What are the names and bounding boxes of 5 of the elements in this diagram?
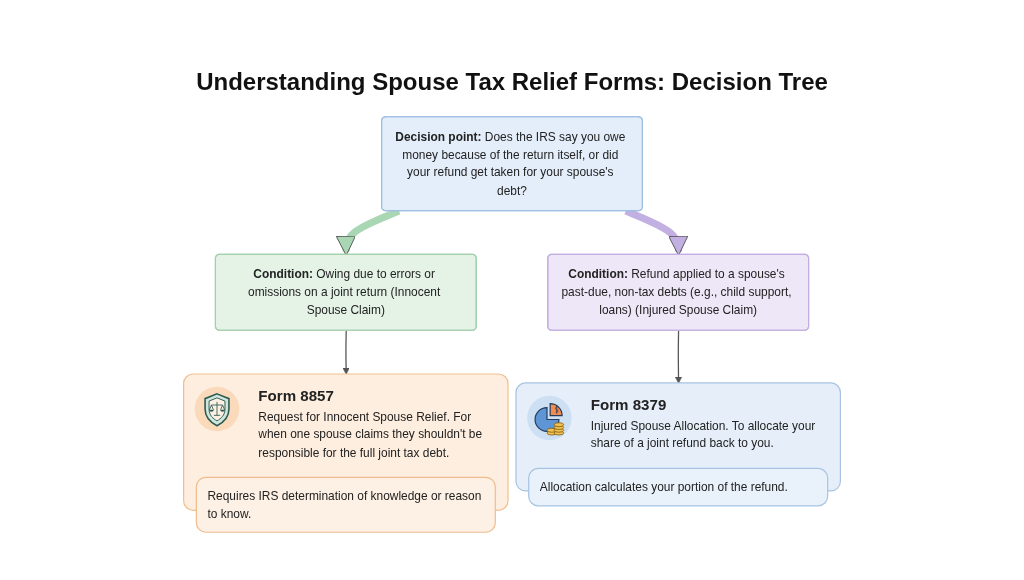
node-box: Requires IRS determination of knowledge or reason to know. xyxy=(195,476,496,533)
arrow xyxy=(675,330,682,384)
node-box: Allocation calculates your portion of the refund. xyxy=(528,467,829,507)
arrow xyxy=(342,330,350,375)
diagram-title: Understanding Spouse Tax Relief Forms: Decision Tree xyxy=(195,68,829,96)
